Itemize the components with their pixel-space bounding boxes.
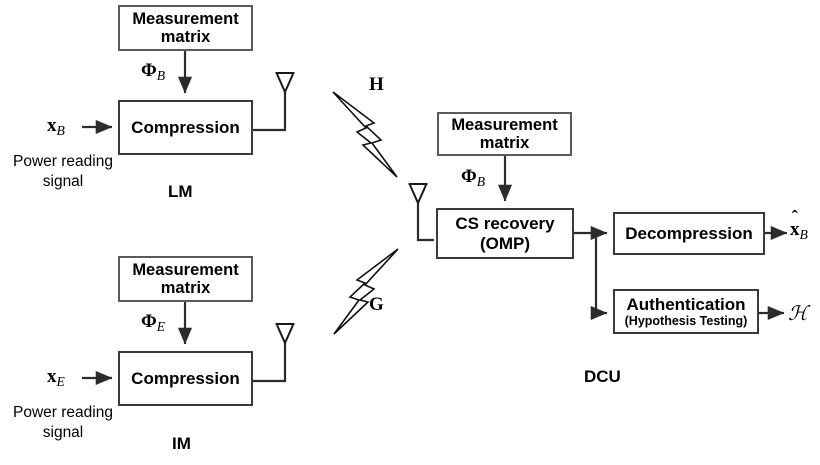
x-hat-accent: ˆ [791,207,798,228]
dcu-cs-recovery-box[interactable]: CS recovery (OMP) [436,208,574,259]
lm-caption-line1: Power reading [13,153,113,170]
lm-measurement-matrix-box[interactable]: Measurement matrix [118,5,253,51]
lm-caption-line2: signal [42,172,84,190]
dcu-authentication-line2: (Hypothesis Testing) [624,314,748,329]
lm-matrix-symbol-label: ΦB [141,60,165,84]
im-compression-label: Compression [131,368,240,388]
dcu-authentication-output-label: ℋ [788,301,808,325]
lm-input-signal-label: xB [47,115,65,139]
dcu-decompression-box[interactable]: Decompression [613,212,765,255]
lm-caption: Power reading signal [2,152,124,192]
channel-label-h: H [369,74,384,95]
im-measurement-matrix-line1: Measurement [132,260,239,279]
dcu-output-x: x [790,219,800,240]
dcu-output-subscript: B [799,226,808,242]
lightning-bolt-icon-h [332,91,398,178]
im-antenna-icon [275,323,295,346]
im-compression-to-antenna-line [253,343,287,383]
dcu-authentication-line1: Authentication [626,294,746,314]
dcu-antenna-icon [408,183,428,206]
lm-phi-symbol: Φ [141,60,157,81]
im-input-subscript: E [56,373,65,389]
im-caption-line1: Power reading [13,404,113,421]
lm-input-subscript: B [56,122,65,138]
dcu-matrix-symbol-label: ΦB [461,166,485,190]
lm-compression-label: Compression [131,117,240,137]
im-phi-symbol: Φ [141,311,157,332]
dcu-phi-symbol: Φ [461,166,477,187]
im-input-x: x [47,366,57,387]
dcu-recovery-split-bus [574,231,598,313]
dcu-cs-recovery-line1: CS recovery [455,214,555,234]
im-caption-line2: signal [42,423,84,441]
dcu-node-label: DCU [584,367,621,386]
lm-measurement-matrix-line2: matrix [160,28,211,46]
lightning-bolt-icon-g [333,248,399,335]
dcu-measurement-matrix-box[interactable]: Measurement matrix [437,112,572,156]
im-matrix-symbol-label: ΦE [141,311,165,335]
lm-compression-to-antenna-line [253,92,287,132]
im-measurement-matrix-line2: matrix [160,279,211,297]
lm-antenna-icon [275,72,295,95]
dcu-cs-recovery-line2: (OMP) [479,233,531,253]
lm-node-label: LM [168,182,193,201]
dcu-antenna-to-recovery-line [416,203,434,242]
im-phi-subscript: E [156,318,166,334]
dcu-measurement-matrix-line1: Measurement [451,115,558,134]
dcu-authentication-box[interactable]: Authentication (Hypothesis Testing) [613,289,759,334]
dcu-decompression-label: Decompression [625,223,753,243]
lm-measurement-matrix-line1: Measurement [132,9,239,28]
im-compression-box[interactable]: Compression [118,351,253,406]
im-input-signal-label: xE [47,366,65,390]
dcu-phi-subscript: B [476,173,486,189]
dcu-measurement-matrix-line2: matrix [479,134,530,152]
lm-compression-box[interactable]: Compression [118,100,253,155]
lm-input-x: x [47,115,57,136]
im-node-label: IM [172,434,191,453]
im-measurement-matrix-box[interactable]: Measurement matrix [118,256,253,302]
im-caption: Power reading signal [2,403,124,443]
lm-phi-subscript: B [156,67,166,83]
channel-label-g: G [369,294,384,315]
